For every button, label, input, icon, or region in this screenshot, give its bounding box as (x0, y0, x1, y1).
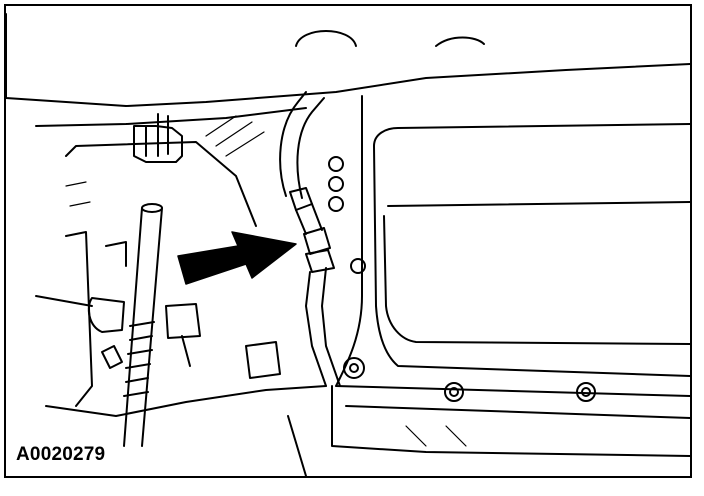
transmission-pan (331, 95, 690, 457)
upper-body-panel (6, 13, 690, 127)
cooler-line (279, 91, 341, 387)
figure-id-label: A0020279 (16, 444, 106, 465)
shading-strokes (65, 115, 467, 447)
illustration-frame: A0020279 (4, 4, 692, 478)
mounting-bracket (65, 113, 257, 227)
arrow-icon (177, 231, 297, 285)
dipstick-tube (123, 203, 163, 447)
shift-linkage (35, 231, 327, 476)
pan-bolts (328, 156, 596, 402)
transmission-illustration (6, 13, 690, 476)
